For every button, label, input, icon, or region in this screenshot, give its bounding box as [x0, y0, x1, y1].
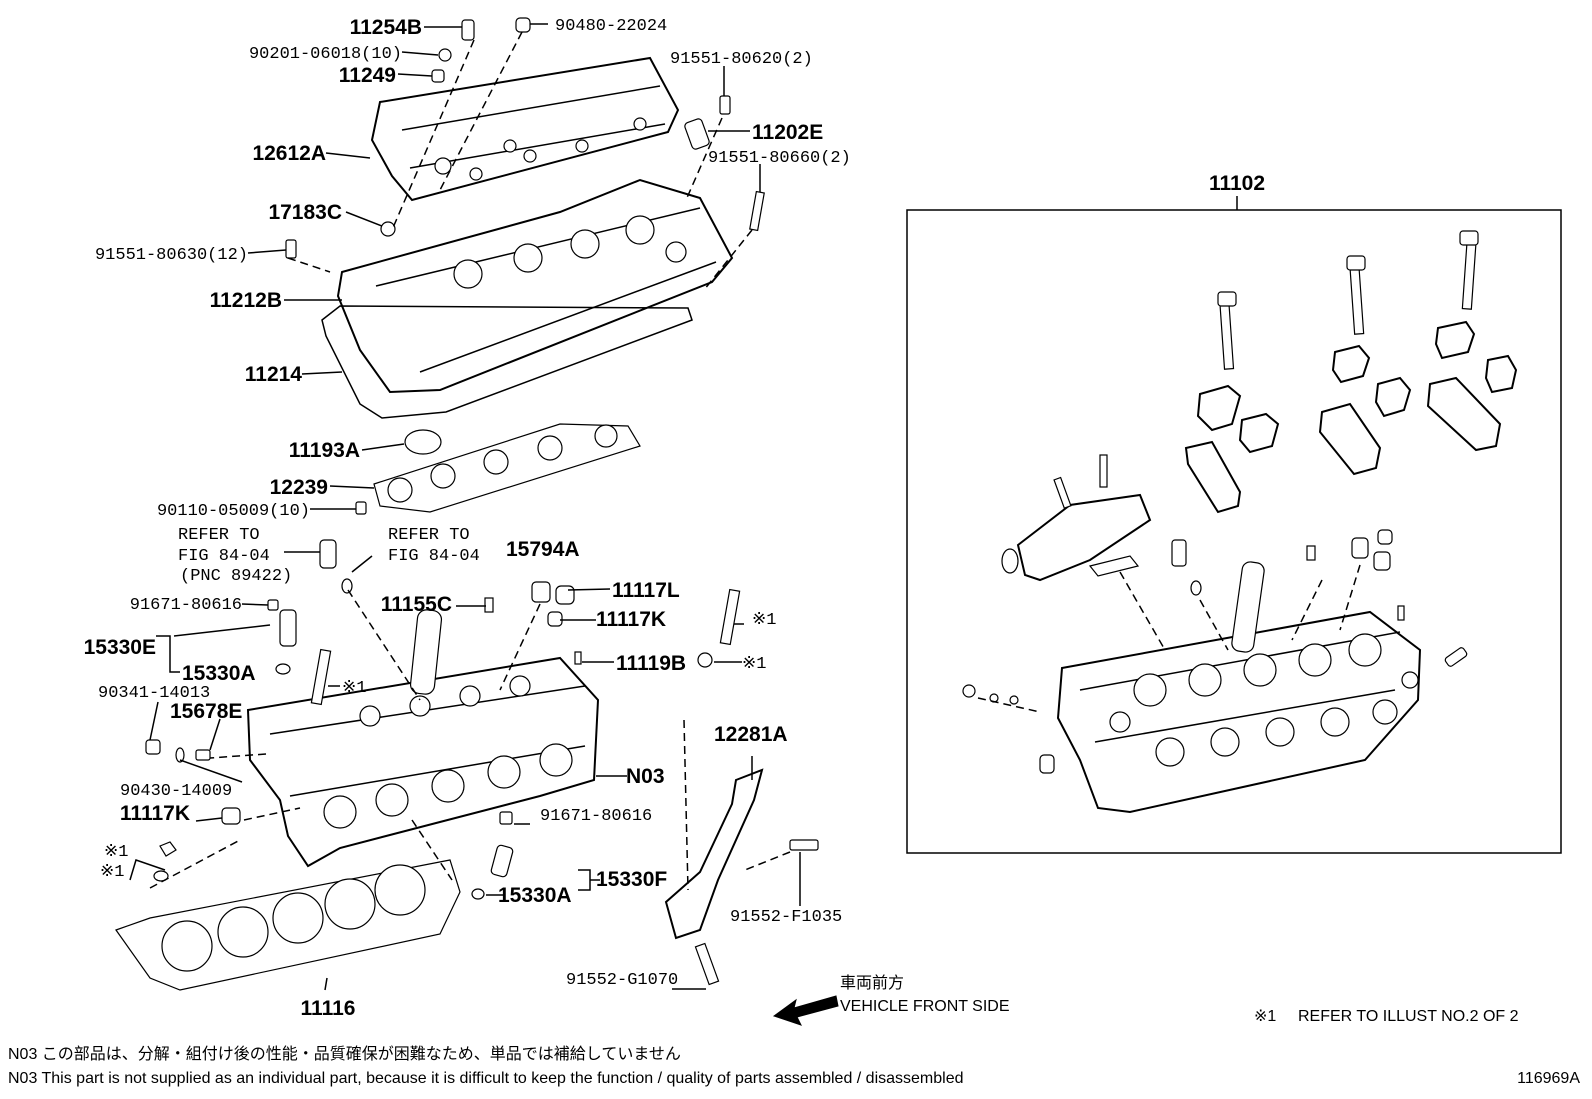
part-91671-80616-label-bottom[interactable]: 91671-80616 — [540, 807, 652, 826]
part-12281a-label[interactable]: 12281A — [714, 723, 788, 746]
part-91671-80616-label-top[interactable]: 91671-80616 — [130, 596, 242, 615]
part-15794a-label[interactable]: 15794A — [506, 538, 580, 561]
water-outlet-illustration — [962, 454, 1468, 774]
footnote-en: N03 This part is not supplied as an indi… — [8, 1070, 964, 1087]
refer-illust-note: REFER TO ILLUST NO.2 OF 2 — [1298, 1008, 1519, 1025]
note-mark-label-4[interactable]: ※1 — [104, 843, 128, 862]
part-11119b-label[interactable]: 11119B — [616, 652, 686, 675]
part-15330f-label[interactable]: 15330F — [596, 868, 667, 891]
part-17183c-label[interactable]: 17183C — [268, 201, 342, 224]
part-11249-label[interactable]: 11249 — [339, 64, 396, 87]
assembly-label[interactable]: 11102 — [1209, 172, 1265, 195]
part-labels: 11254B 90480-22024 90201-06018(10) 11249… — [84, 16, 851, 1020]
diagram-id: 116969A — [1517, 1070, 1580, 1087]
cylinder-head-cover-illustration — [370, 56, 680, 202]
fig-84-04-label-1[interactable]: FIG 84-04 — [178, 547, 270, 566]
label-leader-lines — [129, 23, 801, 991]
part-15330a-label-top[interactable]: 15330A — [182, 662, 256, 685]
assembled-cylinder-head-illustration — [1056, 610, 1422, 814]
part-11212b-label[interactable]: 11212B — [210, 289, 282, 312]
part-91551-80620-label[interactable]: 91551-80620(2) — [670, 50, 813, 69]
part-91552-f1035-label[interactable]: 91552-F1035 — [730, 908, 842, 927]
dashed-leaders — [149, 31, 791, 891]
part-90201-06018-label[interactable]: 90201-06018(10) — [249, 45, 402, 64]
pnc-89422-label[interactable]: (PNC 89422) — [180, 567, 292, 586]
part-91552-g1070-label[interactable]: 91552-G1070 — [566, 971, 678, 990]
part-11202e-label[interactable]: 11202E — [752, 121, 823, 144]
note-mark-label-1[interactable]: ※1 — [752, 611, 776, 630]
part-11117l-label[interactable]: 11117L — [612, 579, 680, 602]
part-12612a-label[interactable]: 12612A — [252, 142, 326, 165]
part-90430-14009-label[interactable]: 90430-14009 — [120, 782, 232, 801]
vehicle-front-indicator: 車両前方 VEHICLE FRONT SIDE — [772, 974, 1010, 1026]
part-90480-22024-label[interactable]: 90480-22024 — [555, 17, 667, 36]
arrow-left-icon — [772, 995, 839, 1026]
note-mark-refer: ※1 — [1254, 1008, 1276, 1025]
part-91551-80630-label[interactable]: 91551-80630(12) — [95, 246, 248, 265]
head-gasket-illustration — [115, 859, 461, 991]
part-11214-label[interactable]: 11214 — [245, 363, 303, 386]
small-parts-illustration — [145, 17, 819, 986]
part-11155c-label[interactable]: 11155C — [381, 593, 452, 616]
cover-gasket-illustration — [321, 305, 693, 419]
part-15330e-label[interactable]: 15330E — [84, 636, 156, 659]
cylinder-head-illustration — [246, 656, 600, 868]
part-11117k-label-bottom[interactable]: 11117K — [120, 802, 190, 825]
part-91551-80660-label[interactable]: 91551-80660(2) — [708, 149, 851, 168]
fig-84-04-label-2[interactable]: FIG 84-04 — [388, 547, 480, 566]
refer-to-label-1[interactable]: REFER TO — [178, 526, 260, 545]
part-15678e-label[interactable]: 15678E — [170, 700, 242, 723]
bearing-caps-illustration — [1184, 230, 1518, 514]
part-11193a-label[interactable]: 11193A — [289, 439, 360, 462]
part-11117k-label-top[interactable]: 11117K — [596, 608, 666, 631]
vehicle-front-label-jp: 車両前方 — [840, 974, 904, 992]
part-n03-label[interactable]: N03 — [626, 765, 665, 788]
part-11254b-label[interactable]: 11254B — [350, 16, 422, 39]
part-90110-05009-label[interactable]: 90110-05009(10) — [157, 502, 310, 521]
note-mark-label-2[interactable]: ※1 — [742, 655, 766, 674]
refer-to-label-2[interactable]: REFER TO — [388, 526, 470, 545]
part-11116-label[interactable]: 11116 — [301, 997, 356, 1020]
vehicle-front-label-en: VEHICLE FRONT SIDE — [840, 998, 1010, 1015]
assembly-box — [906, 209, 1562, 854]
assembly-dashed-leaders — [977, 564, 1361, 713]
assembly-group: 11102 — [906, 172, 1562, 854]
part-12239-label[interactable]: 12239 — [270, 476, 328, 499]
note-mark-label-3[interactable]: ※1 — [342, 679, 366, 698]
intake-gasket-illustration — [373, 423, 641, 513]
footnote-jp: N03 この部品は、分解・組付け後の性能・品質確保が困難なため、単品では補給して… — [8, 1045, 681, 1063]
note-mark-label-5[interactable]: ※1 — [100, 863, 124, 882]
part-90341-14013-label[interactable]: 90341-14013 — [98, 684, 210, 703]
part-15330a-label-bottom[interactable]: 15330A — [498, 884, 572, 907]
cam-cover-illustration — [336, 178, 734, 394]
